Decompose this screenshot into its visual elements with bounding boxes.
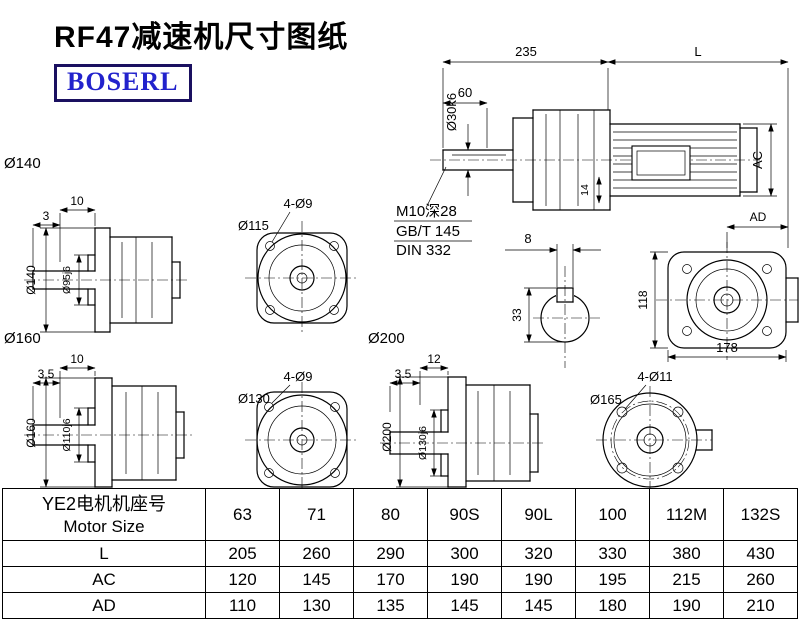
table-cell: 90S (427, 488, 502, 541)
dim-235: 235 (515, 44, 537, 59)
table-cell: 130 (279, 592, 354, 619)
table-cell: 260 (723, 566, 798, 593)
flange-200-dia: Ø200 (380, 422, 394, 452)
table-cell: 170 (353, 566, 428, 593)
table-cell: 205 (205, 540, 280, 567)
dim-3-5: 3.5 (38, 367, 55, 381)
dim-10b: 10 (70, 352, 84, 366)
table-cell: 430 (723, 540, 798, 567)
table-header-cell: YE2电机机座号 Motor Size (2, 488, 206, 541)
row-label: AD (2, 592, 206, 619)
dim-118: 118 (636, 290, 650, 309)
header-label-en: Motor Size (63, 516, 145, 536)
dim-3-5b: 3.5 (395, 367, 412, 381)
table-cell: 120 (205, 566, 280, 593)
table-row-AC: AC 120 145 170 190 190 195 215 260 (2, 566, 798, 593)
dim-AC: AC (750, 151, 765, 169)
key-height-dim: 33 (510, 308, 524, 322)
table-cell: 210 (723, 592, 798, 619)
dim-60: 60 (458, 85, 472, 100)
flange-200-label: Ø200 (368, 330, 405, 347)
row-label: L (2, 540, 206, 567)
motor-size-table: YE2电机机座号 Motor Size 63 71 80 90S 90L 100… (2, 488, 798, 619)
table-cell: 290 (353, 540, 428, 567)
motor-nameplate (631, 145, 691, 181)
flange-200-side-view: Ø200 12 3.5 (368, 330, 546, 488)
face-165-dia: Ø165 (590, 392, 622, 407)
technical-drawing: 235 L 60 Ø30k6 (4, 44, 799, 492)
flange-160-label: Ø160 (4, 330, 41, 347)
face-115-holes: 4-Ø9 (284, 196, 313, 211)
table-cell: 190 (501, 566, 576, 593)
face-115-dia: Ø115 (238, 218, 269, 233)
table-cell: 90L (501, 488, 576, 541)
face-130-dia: Ø130 (238, 391, 270, 406)
table-row-L: L 205 260 290 300 320 330 380 430 (2, 540, 798, 567)
note-standard-din: DIN 332 (396, 242, 451, 259)
dim-AD: AD (750, 210, 767, 224)
motor-rear-view: 118 178 (636, 242, 799, 362)
shaft-end-notes: M10深28 GB/T 145 DIN 332 (394, 166, 472, 259)
dim-12: 12 (427, 352, 441, 366)
dim-10: 10 (70, 194, 84, 208)
table-cell: 71 (279, 488, 354, 541)
note-standard-gb: GB/T 145 (396, 223, 460, 240)
page-title: RF47减速机尺寸图纸 (54, 21, 349, 54)
dim-3: 3 (43, 209, 50, 223)
note-thread: M10深28 (396, 203, 457, 220)
table-cell: 320 (501, 540, 576, 567)
table-cell: 145 (427, 592, 502, 619)
dim-L: L (694, 44, 701, 59)
table-cell: 110 (205, 592, 280, 619)
flange-160-spigot-dia: Ø110j6 (61, 418, 73, 451)
face-115-view: 4-Ø9 Ø115 (238, 196, 359, 335)
table-cell: 112M (649, 488, 724, 541)
table-header-row: YE2电机机座号 Motor Size 63 71 80 90S 90L 100… (2, 488, 798, 541)
table-row-AD: AD 110 130 135 145 145 180 190 210 (2, 592, 798, 619)
dim-14: 14 (579, 184, 591, 196)
table-cell: 300 (427, 540, 502, 567)
table-cell: 180 (575, 592, 650, 619)
main-side-view: 235 L 60 Ø30k6 (430, 44, 789, 248)
table-cell: 145 (501, 592, 576, 619)
face-130-holes: 4-Ø9 (284, 369, 313, 384)
table-cell: 100 (575, 488, 650, 541)
table-cell: 145 (279, 566, 354, 593)
dim-178: 178 (716, 340, 738, 355)
flange-160-side-view: Ø160 10 3.5 (4, 330, 192, 488)
shaft-key-section: 8 33 (505, 231, 601, 368)
table-cell: 80 (353, 488, 428, 541)
table-cell: 63 (205, 488, 280, 541)
table-cell: 195 (575, 566, 650, 593)
flange-160-dia: Ø160 (24, 418, 38, 448)
flange-200-spigot-dia: Ø130j6 (417, 426, 429, 460)
header-label-cn: YE2电机机座号 (41, 493, 167, 514)
flange-140-dia: Ø140 (24, 265, 38, 295)
table-cell: 260 (279, 540, 354, 567)
key-width-dim: 8 (524, 231, 531, 246)
face-165-view: 4-Ø11 Ø165 (590, 369, 713, 492)
table-cell: 190 (427, 566, 502, 593)
table-cell: 135 (353, 592, 428, 619)
table-cell: 215 (649, 566, 724, 593)
table-cell: 330 (575, 540, 650, 567)
table-cell: 190 (649, 592, 724, 619)
flange-140-label: Ø140 (4, 155, 41, 172)
face-165-holes: 4-Ø11 (637, 369, 672, 384)
flange-140-side-view: Ø140 10 3 (4, 155, 188, 333)
row-label: AC (2, 566, 206, 593)
table-cell: 380 (649, 540, 724, 567)
face-130-view: 4-Ø9 Ø130 (238, 369, 359, 491)
flange-140-spigot-dia: Ø95j6 (61, 266, 73, 294)
boserl-logo: BOSERL (54, 64, 192, 102)
shaft-dia-label: Ø30k6 (444, 93, 459, 131)
table-cell: 132S (723, 488, 798, 541)
